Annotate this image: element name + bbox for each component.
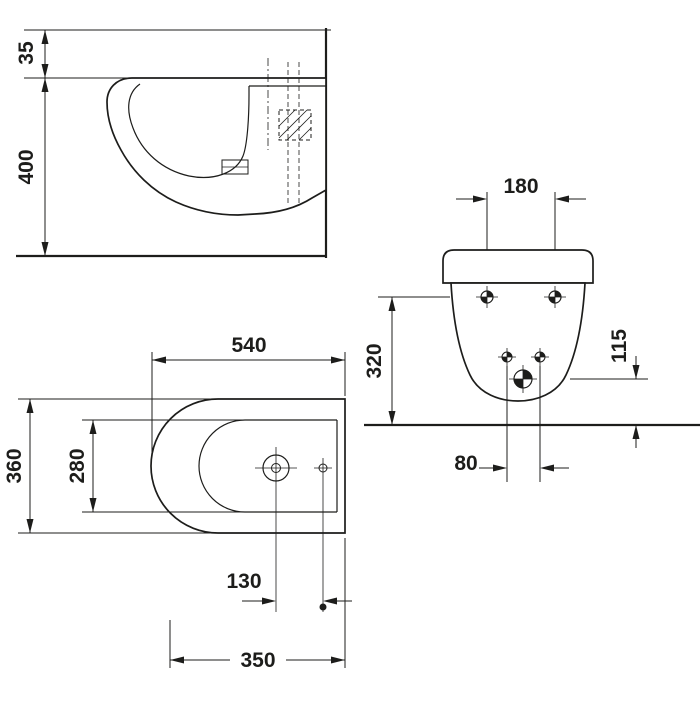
supply-hole-left-icon bbox=[498, 348, 516, 366]
outer-rim bbox=[150, 398, 346, 534]
dim-label-rim-height: 400 bbox=[15, 149, 38, 184]
dim-label-tap-hole-spacing: 130 bbox=[226, 570, 261, 593]
dimension-360: 360 bbox=[3, 398, 220, 534]
dimension-115: 115 bbox=[570, 329, 648, 448]
outlet-hole-icon bbox=[509, 365, 537, 393]
dim-label-fixing-spacing: 180 bbox=[503, 175, 538, 198]
dim-label-overall-length: 540 bbox=[231, 334, 266, 357]
dim-label-inner-width: 280 bbox=[66, 448, 89, 483]
concealed-fixing-detail bbox=[278, 109, 312, 141]
side-section-view: 35 400 bbox=[15, 28, 331, 258]
mounting-hole-left-icon bbox=[476, 286, 498, 308]
dimension-35: 35 bbox=[15, 30, 49, 78]
dim-label-lower-spacing: 80 bbox=[454, 452, 477, 475]
side-hole-icon bbox=[314, 458, 332, 612]
dim-label-tap-hole-distance: 350 bbox=[240, 649, 275, 672]
dimension-130: 130 bbox=[226, 570, 352, 605]
dim-label-top-offset: 35 bbox=[15, 41, 38, 65]
reference-point-dot bbox=[319, 603, 327, 611]
bidet-plan-outline bbox=[150, 398, 346, 534]
dimension-320: 320 bbox=[363, 296, 450, 425]
dim-label-hole-height: 320 bbox=[363, 343, 386, 378]
rim-band bbox=[442, 249, 594, 284]
dimension-540: 540 bbox=[151, 334, 346, 462]
dimension-280: 280 bbox=[66, 419, 247, 513]
dim-label-outlet-height: 115 bbox=[608, 329, 631, 363]
dimension-80: 80 bbox=[454, 366, 569, 482]
top-plan-view: 540 360 bbox=[3, 334, 352, 672]
dim-label-overall-width: 360 bbox=[3, 448, 26, 483]
dimension-350: 350 bbox=[169, 538, 346, 672]
dimension-400: 400 bbox=[15, 78, 49, 256]
bidet-side-profile bbox=[106, 58, 327, 216]
mounting-hole-right-icon bbox=[544, 286, 566, 308]
supply-hole-right-icon bbox=[531, 348, 549, 366]
body bbox=[450, 282, 586, 402]
outlet-detail bbox=[221, 159, 249, 175]
inner-rim bbox=[198, 419, 337, 513]
bidet-rear-outline bbox=[442, 249, 594, 402]
rear-elevation-view: 180 bbox=[363, 175, 700, 482]
tap-hole-icon bbox=[255, 447, 297, 612]
